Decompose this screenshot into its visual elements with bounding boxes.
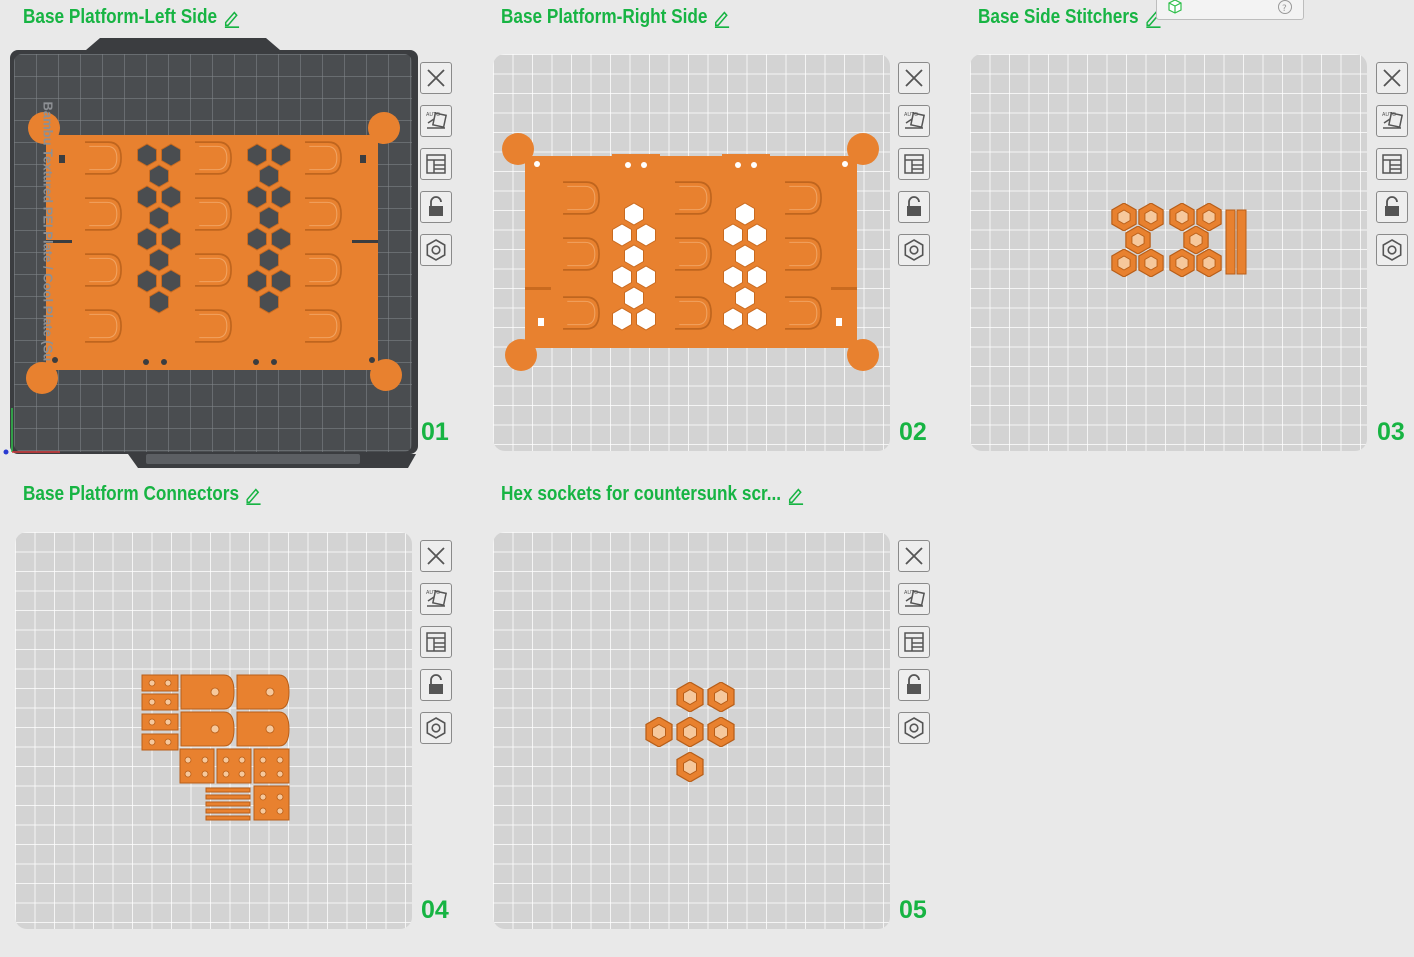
help-icon[interactable]: ?: [1277, 0, 1293, 15]
plate-title[interactable]: Base Platform-Left Side: [23, 6, 241, 29]
lock-plate-button[interactable]: [1376, 191, 1408, 223]
close-icon: [902, 544, 926, 568]
lock-icon: [902, 673, 926, 697]
plate-parts: [26, 112, 402, 394]
close-icon: [424, 66, 448, 90]
lock-icon: [424, 673, 448, 697]
lock-plate-button[interactable]: [898, 669, 930, 701]
plate-settings-button[interactable]: [898, 712, 930, 744]
arrange-icon: [1380, 152, 1404, 176]
plate-parts: [502, 133, 879, 371]
settings-icon: [902, 716, 926, 740]
plate-title-text: Base Platform-Right Side: [501, 6, 708, 28]
remove-plate-button[interactable]: [420, 540, 452, 572]
plate-2[interactable]: Base Platform-Right Side: [478, 0, 948, 478]
build-plate[interactable]: Bambu Textured PEI Plate / Cool Plate (S…: [14, 54, 412, 452]
build-plate[interactable]: [493, 532, 890, 929]
plate-number: 02: [899, 418, 927, 446]
arrange-button[interactable]: [420, 626, 452, 658]
auto-orient-button[interactable]: [898, 105, 930, 137]
arrange-button[interactable]: [898, 626, 930, 658]
plate-title[interactable]: Base Side Stitchers: [978, 6, 1163, 29]
plate-5[interactable]: Hex sockets for countersunk scr... 05: [478, 478, 948, 957]
lock-icon: [902, 195, 926, 219]
plate-4[interactable]: Base Platform Connectors: [0, 478, 470, 957]
mini-toolbar-panel[interactable]: ?: [1156, 0, 1304, 20]
plate-title-text: Base Platform-Left Side: [23, 6, 218, 28]
arrange-button[interactable]: [898, 148, 930, 180]
arrange-icon: [424, 152, 448, 176]
lock-plate-button[interactable]: [420, 191, 452, 223]
bed-bottom-strip: [146, 454, 360, 464]
plate-parts: [1111, 203, 1247, 277]
lock-icon: [1380, 195, 1404, 219]
auto-orient-icon: [1380, 109, 1404, 133]
plate-settings-button[interactable]: [898, 234, 930, 266]
plate-number: 03: [1377, 418, 1405, 446]
plate-toolbar: [1376, 62, 1408, 266]
edit-icon[interactable]: [713, 7, 732, 29]
plate-toolbar: [898, 62, 930, 266]
plate-1[interactable]: Base Platform-Left Side: [0, 0, 470, 478]
plate-title[interactable]: Base Platform-Right Side: [501, 6, 732, 29]
lock-icon: [424, 195, 448, 219]
plate-number: 04: [421, 896, 449, 924]
plate-parts: [645, 682, 735, 782]
arrange-icon: [902, 630, 926, 654]
close-icon: [1380, 66, 1404, 90]
auto-orient-icon: [424, 587, 448, 611]
settings-icon: [424, 238, 448, 262]
plate-title[interactable]: Hex sockets for countersunk scr...: [501, 483, 805, 506]
arrange-icon: [424, 630, 448, 654]
remove-plate-button[interactable]: [1376, 62, 1408, 94]
plate-toolbar: [898, 540, 930, 744]
cube-icon[interactable]: [1167, 0, 1183, 15]
remove-plate-button[interactable]: [420, 62, 452, 94]
plate-title-text: Base Side Stitchers: [978, 6, 1139, 28]
plate-settings-button[interactable]: [420, 712, 452, 744]
plate-parts: [141, 674, 290, 821]
plate-settings-button[interactable]: [1376, 234, 1408, 266]
build-plate[interactable]: [493, 54, 890, 451]
plate-settings-button[interactable]: [420, 234, 452, 266]
build-plate[interactable]: [15, 532, 412, 929]
arrange-button[interactable]: [420, 148, 452, 180]
auto-orient-button[interactable]: [898, 583, 930, 615]
remove-plate-button[interactable]: [898, 540, 930, 572]
settings-icon: [1380, 238, 1404, 262]
remove-plate-button[interactable]: [898, 62, 930, 94]
auto-orient-icon: [902, 109, 926, 133]
plate-title[interactable]: Base Platform Connectors: [23, 483, 263, 506]
auto-orient-icon: [424, 109, 448, 133]
svg-text:?: ?: [1282, 4, 1287, 14]
plate-toolbar: [420, 62, 452, 266]
settings-icon: [424, 716, 448, 740]
arrange-button[interactable]: [1376, 148, 1408, 180]
auto-orient-button[interactable]: [420, 105, 452, 137]
auto-orient-button[interactable]: [1376, 105, 1408, 137]
auto-orient-button[interactable]: [420, 583, 452, 615]
arrange-icon: [902, 152, 926, 176]
close-icon: [424, 544, 448, 568]
edit-icon[interactable]: [244, 484, 263, 506]
axis-gizmo: [3, 408, 60, 455]
edit-icon[interactable]: [222, 7, 241, 29]
settings-icon: [902, 238, 926, 262]
plate-title-text: Hex sockets for countersunk scr...: [501, 483, 782, 505]
bed-side-label: Bambu Textured PEI Plate / Cool Plate (S…: [40, 101, 56, 362]
edit-icon[interactable]: [786, 484, 805, 506]
build-plate[interactable]: [970, 54, 1367, 451]
plate-toolbar: [420, 540, 452, 744]
plate-number: 01: [421, 418, 449, 446]
lock-plate-button[interactable]: [420, 669, 452, 701]
plate-number: 05: [899, 896, 927, 924]
plate-3[interactable]: Base Side Stitchers 0: [955, 0, 1414, 478]
auto-orient-icon: [902, 587, 926, 611]
lock-plate-button[interactable]: [898, 191, 930, 223]
plate-title-text: Base Platform Connectors: [23, 483, 240, 505]
close-icon: [902, 66, 926, 90]
